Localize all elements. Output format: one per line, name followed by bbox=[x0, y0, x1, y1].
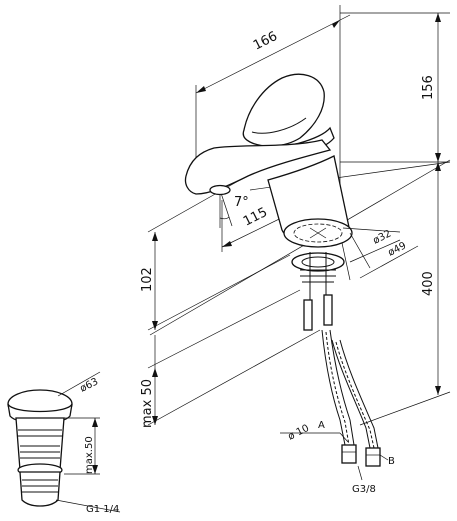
dimension-max50: max 50 bbox=[140, 289, 321, 428]
dimension-diameters: ø32 ø49 bbox=[341, 227, 419, 281]
label-b: B bbox=[388, 456, 395, 467]
dim-label-400: 400 bbox=[421, 271, 436, 296]
dimension-156: 156 bbox=[340, 12, 450, 163]
dimension-angle: 7° bbox=[219, 189, 249, 228]
label-hose-diam: ø 10 bbox=[286, 423, 311, 443]
dim-label-d49: ø49 bbox=[386, 240, 408, 258]
label-waste-diam: ø63 bbox=[78, 376, 100, 394]
dim-label-max50: max 50 bbox=[140, 379, 155, 428]
flex-hoses bbox=[321, 329, 381, 467]
dimension-400: 400 bbox=[359, 162, 451, 426]
waste-drain: ø63 max.50 G1 1/4 bbox=[7, 371, 121, 515]
dim-label-102: 102 bbox=[140, 267, 155, 292]
label-a: A bbox=[318, 420, 325, 431]
dim-label-166: 166 bbox=[251, 29, 280, 54]
faucet-body bbox=[184, 73, 353, 248]
dim-label-angle: 7° bbox=[234, 195, 249, 210]
mounting-kit bbox=[291, 252, 345, 331]
label-waste-max: max.50 bbox=[84, 436, 95, 474]
dimension-102: 102 bbox=[140, 179, 291, 331]
label-thread: G3/8 bbox=[352, 484, 376, 495]
dim-label-156: 156 bbox=[421, 75, 436, 100]
label-waste-thread: G1 1/4 bbox=[86, 504, 119, 515]
